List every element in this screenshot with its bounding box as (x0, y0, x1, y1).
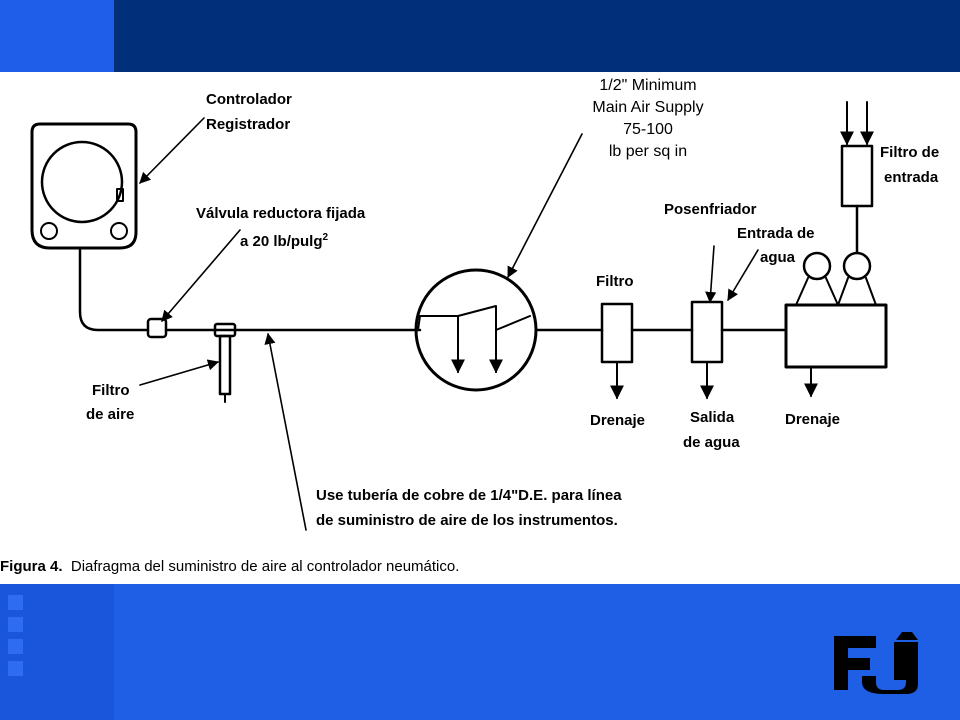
filter (600, 302, 634, 400)
top-band-accent (0, 0, 114, 72)
label-filtro-aire-1: Filtro (92, 382, 130, 399)
label-registrador: Registrador (206, 116, 291, 133)
label-valvula-1: Válvula reductora fijada (196, 205, 366, 222)
compressor (784, 251, 888, 398)
label-supply-4: lb per sq in (608, 143, 688, 160)
label-filtro: Filtro (596, 273, 634, 290)
slide-content (0, 72, 960, 584)
bottom-band (0, 584, 960, 720)
main-receiver (414, 268, 538, 392)
label-entrada-agua-1: Entrada de (737, 225, 815, 242)
label-tuberia-2: de suministro de aire de los instrumento… (316, 512, 618, 529)
label-supply-1: 1/2" Minimum (599, 77, 697, 94)
label-supply-2: Main Air Supply (592, 99, 704, 116)
air-supply-diagram (30, 101, 888, 531)
label-filtro-aire-2: de aire (86, 406, 135, 423)
figure-caption: Figura 4. Diafragma del suministro de ai… (0, 558, 459, 575)
label-supply-3: 75-100 (623, 121, 673, 138)
caption-label: Figura 4. (0, 558, 63, 575)
intake-filter (840, 101, 874, 255)
controller-recorder (30, 122, 138, 250)
top-band (0, 0, 960, 72)
label-entrada-agua-2: agua (760, 249, 796, 266)
caption-text: Diafragma del suministro de aire al cont… (70, 558, 460, 575)
label-valvula-2: a 20 lb/pulg2 (240, 232, 329, 250)
label-filtro-entrada-2: entrada (884, 169, 939, 186)
label-controlador: Controlador (206, 91, 292, 108)
decor-square (8, 639, 23, 654)
decor-square (8, 617, 23, 632)
decor-square (8, 661, 23, 676)
decor-square (8, 595, 23, 610)
label-drenaje-compresor: Drenaje (785, 411, 841, 428)
label-salida-1: Salida (690, 409, 735, 426)
label-posenfriador: Posenfriador (664, 201, 757, 218)
label-filtro-entrada-1: Filtro de (880, 144, 940, 161)
label-tuberia-1: Use tubería de cobre de 1/4"D.E. para lí… (316, 487, 622, 504)
fj-logo-icon (834, 632, 918, 694)
label-drenaje-filtro: Drenaje (590, 412, 646, 429)
air-filter (213, 322, 237, 403)
reducing-valve (146, 317, 168, 339)
label-salida-2: de agua (683, 434, 740, 451)
aftercooler (690, 300, 724, 400)
